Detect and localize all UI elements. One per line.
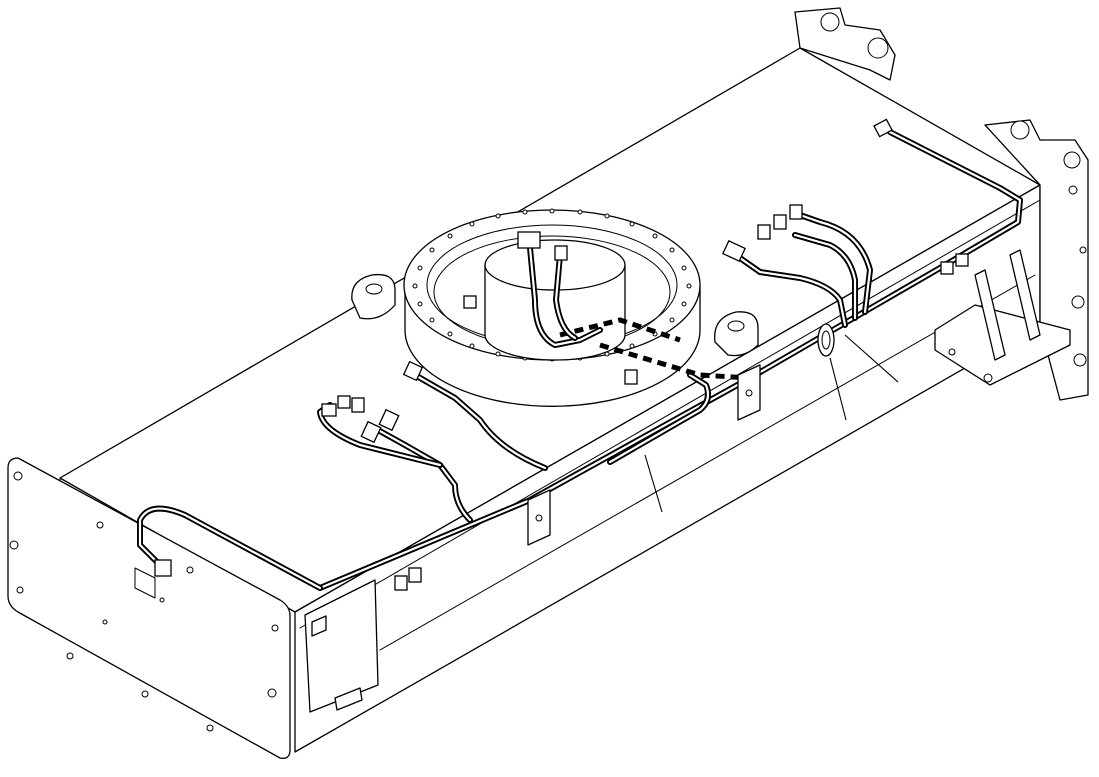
connector-ring-edge bbox=[402, 360, 424, 382]
front-bracket-tab bbox=[311, 615, 327, 637]
connector-rear-1 bbox=[940, 261, 954, 275]
end-plate-face bbox=[7, 457, 291, 759]
connector-left-4 bbox=[360, 420, 382, 444]
connector-right-4 bbox=[789, 204, 803, 220]
side-plate-pin-2 bbox=[1063, 151, 1081, 169]
end-plate-bolt-4 bbox=[66, 652, 74, 660]
top-bracket-pin-2 bbox=[867, 37, 889, 59]
connector-left-2 bbox=[337, 395, 351, 409]
harness-clamps bbox=[304, 323, 835, 713]
front-bracket bbox=[304, 579, 379, 713]
connector-left-3 bbox=[351, 397, 365, 413]
connector-ring-top-1 bbox=[517, 231, 541, 249]
connector-right-1 bbox=[722, 239, 746, 263]
side-plate-bolt-4 bbox=[1079, 246, 1087, 254]
connector-right-2 bbox=[757, 224, 771, 240]
end-plate-bolt-5 bbox=[141, 690, 149, 698]
end-plate-bolt-2 bbox=[9, 540, 19, 550]
connector-left-1 bbox=[321, 403, 337, 417]
harness-hidden-route-2 bbox=[559, 317, 681, 343]
connectors bbox=[154, 118, 969, 591]
mount-bolt-2 bbox=[948, 348, 956, 356]
side-plate-bolt-3 bbox=[1073, 353, 1087, 367]
top-bracket bbox=[794, 7, 896, 81]
end-plate-bolt-10 bbox=[186, 566, 194, 574]
connector-ring-left bbox=[463, 295, 477, 309]
end-plate-bolt-8 bbox=[267, 688, 277, 698]
connector-front-1 bbox=[394, 575, 408, 591]
connector-front-2 bbox=[408, 567, 422, 583]
end-plate-bolt-3 bbox=[16, 586, 24, 594]
top-bracket-pin bbox=[820, 12, 840, 32]
callout-leaders bbox=[644, 334, 899, 513]
lug-right bbox=[714, 311, 759, 357]
beam-bottom-ledge bbox=[379, 274, 1036, 651]
rear-mount-brackets bbox=[794, 7, 1089, 401]
end-plate-bolt-12 bbox=[102, 619, 108, 625]
lug-left bbox=[351, 273, 396, 320]
end-plate-bolt-6 bbox=[206, 724, 214, 732]
gusset-1 bbox=[974, 269, 1006, 361]
connector-rear-2 bbox=[955, 253, 969, 267]
callout-1-leader bbox=[644, 454, 663, 513]
end-plate-bolt-1 bbox=[13, 471, 23, 481]
harness-hidden-route bbox=[599, 342, 751, 381]
lug-left-hole bbox=[365, 283, 383, 295]
connector-plate bbox=[154, 559, 172, 577]
front-bracket-foot bbox=[334, 687, 363, 711]
side-plate-pin-1 bbox=[1010, 120, 1030, 140]
connector-right-3 bbox=[773, 214, 787, 230]
side-plate-bolt-1 bbox=[1068, 185, 1078, 195]
grommet bbox=[817, 323, 835, 357]
gusset-2 bbox=[1009, 249, 1041, 341]
callout-2-leader bbox=[829, 357, 847, 421]
lug-right-hole bbox=[727, 320, 745, 332]
end-plate-bolt-11 bbox=[159, 597, 165, 603]
end-plate-bolt-7 bbox=[271, 624, 279, 632]
connector-ring-inner bbox=[624, 369, 638, 385]
end-plate-bolt-9 bbox=[96, 521, 104, 529]
wiring-harness bbox=[137, 129, 1023, 591]
mount-bolt-1 bbox=[983, 373, 993, 383]
mounting-lugs bbox=[351, 273, 759, 357]
side-plate-bolt-2 bbox=[1071, 295, 1085, 309]
connector-left-5 bbox=[378, 408, 400, 432]
end-plate-cutout bbox=[134, 567, 156, 599]
ring-bolt-holes bbox=[412, 208, 692, 362]
beam-front-ledge bbox=[299, 199, 1041, 629]
connector-ring-top-2 bbox=[554, 245, 568, 261]
front-end-plate bbox=[7, 457, 291, 759]
swivel-ring-assembly bbox=[403, 208, 701, 407]
connector-rear-top bbox=[873, 118, 893, 138]
callout-3-leader bbox=[844, 334, 899, 383]
